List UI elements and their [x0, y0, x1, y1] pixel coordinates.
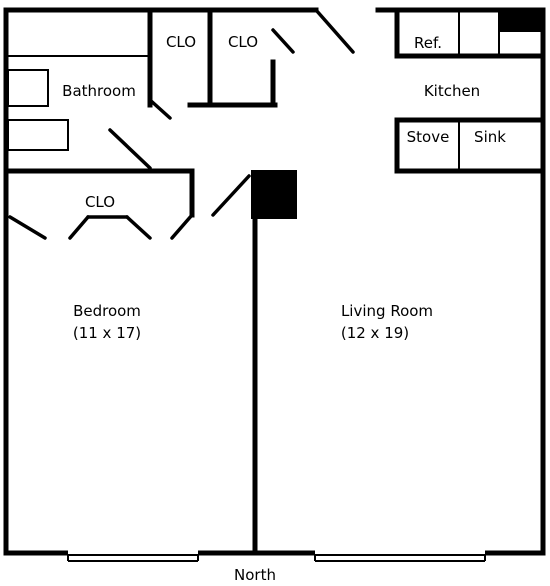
- bathroom-walls: [5, 9, 195, 174]
- sink-label: Sink: [474, 128, 506, 146]
- dividing-wall: [211, 174, 258, 556]
- kitchen-label: Kitchen: [424, 82, 480, 100]
- closet-bedroom-label: CLO: [85, 193, 115, 211]
- entry-door: [314, 8, 355, 54]
- range-hood-block: [499, 12, 541, 32]
- bathroom-door: [108, 98, 172, 170]
- bathroom-label: Bathroom: [62, 82, 136, 100]
- living-room-name-label: Living Room: [341, 302, 433, 320]
- bathroom-fixture: [7, 119, 69, 151]
- closet-top-right-label: CLO: [228, 33, 258, 51]
- bedroom-name-label: Bedroom: [73, 302, 141, 320]
- window-bedroom: [67, 550, 199, 562]
- bedroom-size-label: (11 x 17): [73, 324, 141, 342]
- living-room-size-label: (12 x 19): [341, 324, 409, 342]
- outer-walls: [3, 7, 546, 556]
- kitchen-upper-cabinets: [394, 9, 544, 59]
- bedroom-closet: [8, 168, 195, 240]
- closet-top-left-label: CLO: [166, 33, 196, 51]
- window-living-room: [314, 550, 486, 562]
- structural-column: [251, 170, 297, 219]
- refrigerator-label: Ref.: [414, 34, 442, 52]
- kitchen-lower-cabinets: [394, 117, 544, 174]
- north-orientation-label: North: [234, 566, 276, 584]
- bathtub: [7, 69, 49, 107]
- closet-top-right-walls: [270, 28, 295, 108]
- closet-top-left-walls: [187, 9, 278, 108]
- stove-label: Stove: [407, 128, 450, 146]
